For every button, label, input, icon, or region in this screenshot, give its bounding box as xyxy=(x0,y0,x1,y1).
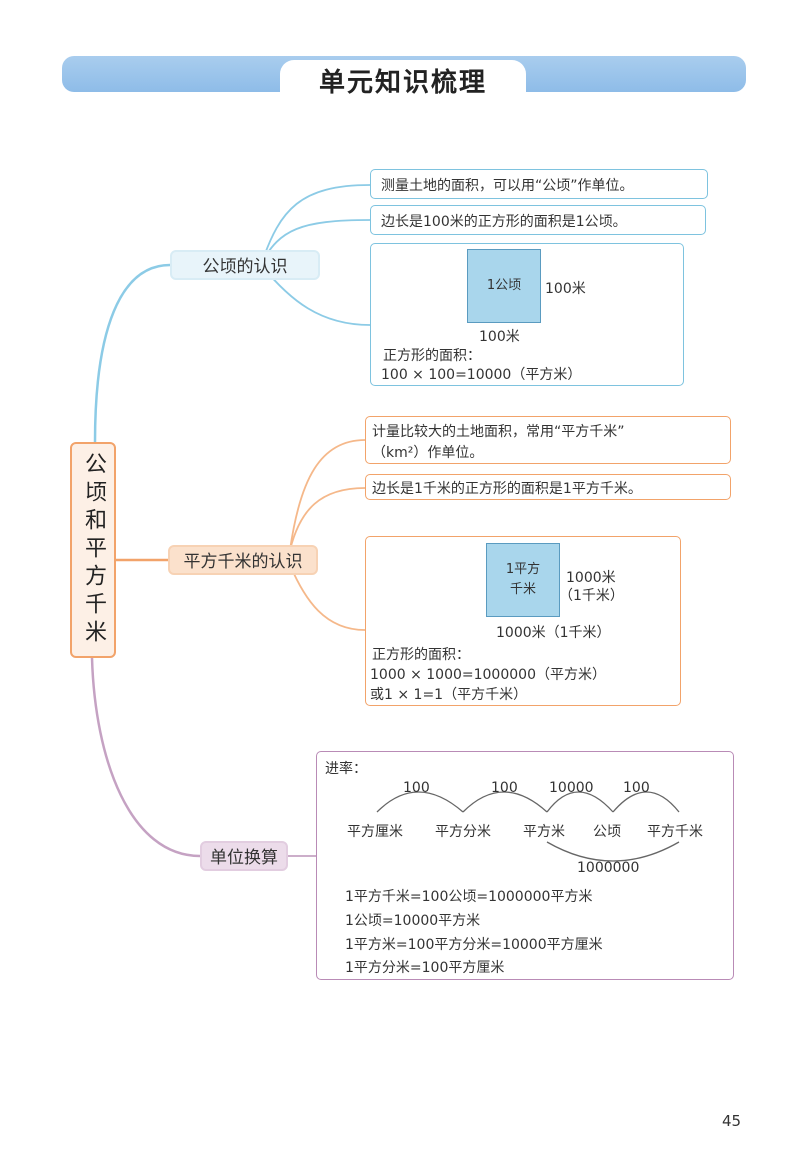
conversion-box: 进率： 100 100 10000 100 平方厘米 平方分米 平方米 公顷 平… xyxy=(316,751,734,980)
hectare-square: 1公顷 xyxy=(467,249,541,323)
branch-hectare: 公顷的认识 xyxy=(170,250,320,280)
connector-center-branch3 xyxy=(90,657,201,858)
unit-sq-dm: 平方分米 xyxy=(435,824,491,840)
header-tab xyxy=(280,60,526,100)
sqkm-fact-1-line1: 计量比较大的土地面积，常用“平方千米” xyxy=(372,424,625,440)
page-number: 45 xyxy=(722,1112,742,1130)
connector-b2-figure xyxy=(289,564,366,631)
rate-title: 进率： xyxy=(325,761,367,777)
conversion-eq-3: 1平方米=100平方分米=10000平方厘米 xyxy=(345,937,603,953)
sqkm-formula-title: 正方形的面积： xyxy=(372,647,470,663)
connector-b1-fact1 xyxy=(261,184,371,263)
sqkm-formula-1: 1000 × 1000=1000000（平方米） xyxy=(370,667,606,683)
conversion-eq-1: 1平方千米=100公顷=1000000平方米 xyxy=(345,889,593,905)
rate-arc-4 xyxy=(612,791,680,813)
hectare-square-label: 1公顷 xyxy=(486,278,522,293)
sqkm-side-bottom: 1000米（1千米） xyxy=(496,625,611,641)
hectare-figure-box: 1公顷 100米 100米 正方形的面积： 100 × 100=10000（平方… xyxy=(370,243,684,386)
sqkm-square: 1平方 千米 xyxy=(486,543,560,617)
unit-hectare: 公顷 xyxy=(593,824,621,840)
branch-unit-conversion: 单位换算 xyxy=(200,841,288,871)
connector-b2-fact2 xyxy=(289,487,366,551)
sqkm-side-right-2: （1千米） xyxy=(559,588,624,604)
page-title: 单元知识梳理 xyxy=(318,68,487,98)
hectare-fact-2-box: 边长是100米的正方形的面积是1公顷。 xyxy=(370,205,706,235)
unit-sq-km: 平方千米 xyxy=(647,824,703,840)
hectare-fact-1: 测量土地的面积，可以用“公顷”作单位。 xyxy=(381,178,634,194)
rate-arc-2 xyxy=(462,791,548,813)
rate-top-3: 10000 xyxy=(549,780,594,796)
unit-sq-cm: 平方厘米 xyxy=(347,824,403,840)
center-topic: 公顷和平方千米 xyxy=(70,442,116,658)
hectare-formula: 100 × 100=10000（平方米） xyxy=(381,367,582,383)
connector-b2-fact1 xyxy=(289,439,366,551)
conversion-eq-2: 1公顷=10000平方米 xyxy=(345,913,481,929)
sqkm-square-label-1: 1平方 xyxy=(505,562,541,577)
rate-top-1: 100 xyxy=(403,780,430,796)
sqkm-square-label-2: 千米 xyxy=(509,582,536,597)
connector-center-branch1 xyxy=(93,263,171,443)
sqkm-fact-1-line2: （km²）作单位。 xyxy=(372,445,484,461)
hectare-fact-2: 边长是100米的正方形的面积是1公顷。 xyxy=(381,214,627,230)
sqkm-fact-1-box: 计量比较大的土地面积，常用“平方千米” （km²）作单位。 xyxy=(365,416,731,464)
rate-bottom: 1000000 xyxy=(577,860,640,876)
rate-arc-bottom xyxy=(546,841,680,862)
center-topic-label: 公顷和平方千米 xyxy=(81,452,106,648)
sqkm-figure-box: 1平方 千米 1000米 （1千米） 1000米（1千米） 正方形的面积： 10… xyxy=(365,536,681,706)
hectare-side-right: 100米 xyxy=(545,281,586,297)
branch-square-kilometer: 平方千米的认识 xyxy=(168,545,318,575)
hectare-formula-title: 正方形的面积： xyxy=(383,348,481,364)
unit-sq-m: 平方米 xyxy=(523,824,565,840)
hectare-side-bottom: 100米 xyxy=(479,329,520,345)
rate-top-4: 100 xyxy=(623,780,650,796)
sqkm-fact-2-box: 边长是1千米的正方形的面积是1平方千米。 xyxy=(365,474,731,500)
rate-arcs xyxy=(376,791,680,862)
sqkm-formula-2: 或1 × 1=1（平方千米） xyxy=(370,687,528,703)
hectare-fact-1-box: 测量土地的面积，可以用“公顷”作单位。 xyxy=(370,169,708,199)
rate-arc-3 xyxy=(546,791,614,813)
conversion-eq-4: 1平方分米=100平方厘米 xyxy=(345,960,505,976)
rate-top-2: 100 xyxy=(491,780,518,796)
sqkm-fact-2: 边长是1千米的正方形的面积是1平方千米。 xyxy=(372,481,642,497)
rate-arc-1 xyxy=(376,791,464,813)
sqkm-side-right-1: 1000米 xyxy=(566,570,616,586)
